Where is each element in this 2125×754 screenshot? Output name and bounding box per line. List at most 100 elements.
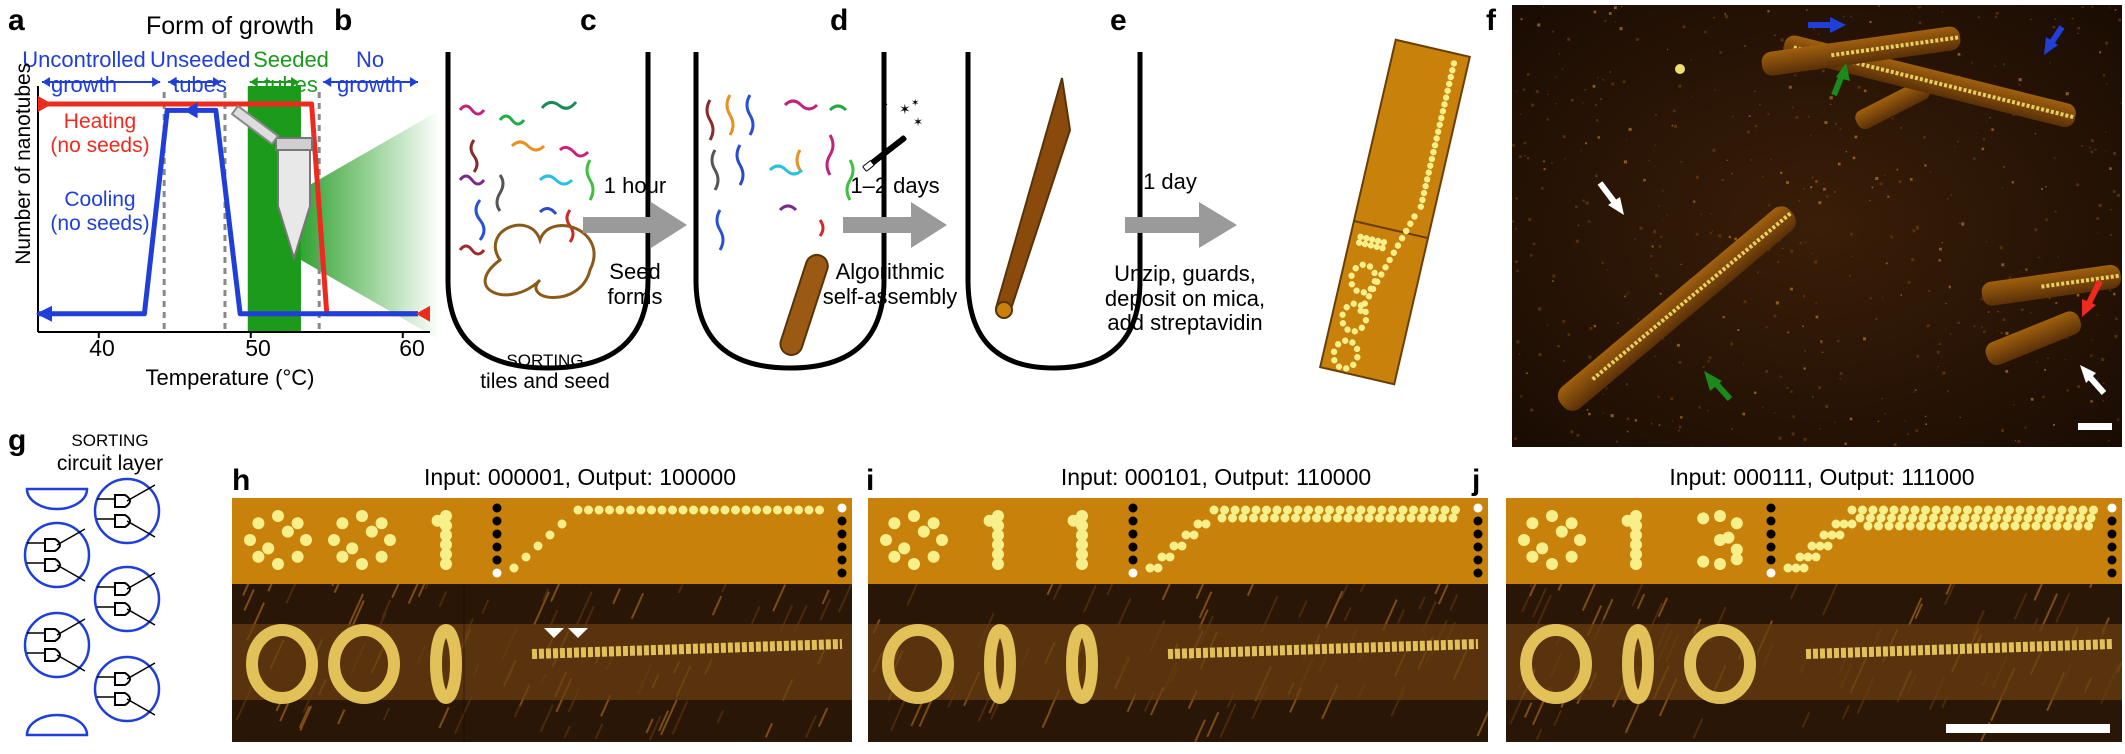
sorting-gate-0 bbox=[23, 521, 91, 589]
ribbon-dot-27 bbox=[1390, 249, 1397, 256]
afm-speckle-dot bbox=[1949, 333, 1952, 335]
afm-speckle-dot bbox=[1786, 386, 1789, 389]
afm-speckle-dot bbox=[1585, 201, 1589, 205]
growth-chart bbox=[36, 77, 440, 340]
design-row-0-12 bbox=[699, 505, 709, 515]
design-digit-1-dot-12 bbox=[384, 534, 396, 546]
afm-speckle-dot bbox=[1792, 415, 1795, 418]
afm-speckle-dot bbox=[1823, 187, 1826, 191]
design-row-0-3 bbox=[605, 505, 614, 515]
ribbon-dot-35 bbox=[1357, 307, 1364, 315]
afm-streak bbox=[1041, 710, 1052, 728]
afm-speckle-dot bbox=[1787, 331, 1790, 334]
afm-speckle-dot bbox=[1673, 109, 1676, 113]
design-diag-0-0 bbox=[1783, 563, 1793, 573]
afm-streak bbox=[1246, 584, 1255, 597]
afm-speckle-dot bbox=[1625, 383, 1628, 386]
afm-speckle-dot bbox=[1678, 425, 1682, 429]
afm-speckle-dot bbox=[1929, 171, 1931, 174]
afm-speckle-dot bbox=[1849, 417, 1853, 421]
design-diag-0-2 bbox=[533, 541, 543, 551]
afm-speckle-dot bbox=[2013, 404, 2015, 406]
afm-speckle-dot bbox=[1918, 21, 1922, 25]
afm-streak bbox=[1581, 584, 1596, 611]
afm-speckle-dot bbox=[1959, 416, 1961, 418]
afm-speckle-dot bbox=[2044, 368, 2047, 371]
afm-speckle-dot bbox=[1904, 420, 1906, 422]
design-row-0-9 bbox=[1942, 505, 1951, 515]
design-row-0-18 bbox=[762, 505, 772, 515]
design-row-0-17 bbox=[1388, 505, 1397, 515]
afm-streak bbox=[721, 584, 727, 593]
design-row-2-15 bbox=[2021, 521, 2030, 531]
afm-streak bbox=[805, 714, 817, 739]
afm-streak bbox=[906, 584, 919, 606]
afm-streak bbox=[2055, 593, 2071, 624]
design-diag-0-2 bbox=[1807, 541, 1817, 551]
afm-speckle-dot bbox=[1657, 395, 1660, 398]
afm-speckle-dot bbox=[1515, 197, 1518, 200]
afm-streak bbox=[299, 705, 313, 731]
ribbon-dot-40 bbox=[1380, 239, 1388, 246]
afm-speckle-dot bbox=[1543, 168, 1546, 171]
afm-streak bbox=[1529, 584, 1537, 597]
scale-bar bbox=[1946, 724, 2110, 733]
panel-i-design bbox=[868, 498, 1488, 584]
afm-speckle-dot bbox=[2094, 148, 2097, 151]
design-row-1-13 bbox=[1354, 513, 1363, 523]
design-digit-1-dot-15 bbox=[992, 558, 1004, 570]
ribbon-dot-69 bbox=[1335, 363, 1343, 370]
afm-speckle-dot bbox=[1747, 130, 1751, 134]
afm-streak bbox=[1340, 584, 1349, 600]
design-digit-2-dot-25 bbox=[440, 558, 452, 570]
afm-speckle-dot bbox=[1863, 337, 1867, 341]
design-row-1-20 bbox=[2065, 513, 2075, 523]
afm-speckle-dot bbox=[1551, 162, 1553, 164]
afm-speckle-dot bbox=[1526, 73, 1530, 76]
design-row-1-2 bbox=[1876, 513, 1886, 523]
afm-speckle-dot bbox=[1737, 329, 1740, 331]
afm-speckle-dot bbox=[1674, 427, 1676, 429]
afm-speckle-dot bbox=[1875, 176, 1879, 180]
panel-j-title: Input: 000111, Output: 111000 bbox=[1669, 464, 1975, 490]
ribbon-dot-36 bbox=[1357, 233, 1364, 241]
afm-streak bbox=[285, 584, 297, 604]
afm-speckle-dot bbox=[2018, 78, 2022, 82]
ribbon-dot-28 bbox=[1386, 256, 1393, 264]
afm-speckle-dot bbox=[1691, 446, 1693, 447]
step-c-time: 1 hour bbox=[603, 173, 667, 198]
design-row-1-1 bbox=[1866, 513, 1875, 523]
afm-streak bbox=[1206, 711, 1220, 738]
design-diag-2-4 bbox=[1847, 519, 1857, 529]
design-digit-0-dot-9 bbox=[1536, 542, 1549, 555]
design-bit-left-5 bbox=[1766, 568, 1776, 578]
design-digit-0-dot-7 bbox=[252, 517, 265, 530]
ribbon-dot-0 bbox=[1450, 60, 1458, 67]
afm-streak bbox=[2013, 592, 2028, 620]
design-row-0-22 bbox=[2078, 505, 2088, 515]
afm-speckle-dot bbox=[1891, 117, 1894, 120]
afm-speckle-dot bbox=[1680, 263, 1682, 266]
design-row-0-17 bbox=[752, 505, 761, 515]
ribbon-dot-71 bbox=[1330, 348, 1338, 355]
afm-speckle-dot bbox=[2089, 146, 2091, 149]
design-digit-1-dot-16 bbox=[328, 534, 340, 546]
afm-speckle-dot bbox=[1609, 71, 1612, 73]
afm-speckle-dot bbox=[1562, 135, 1566, 138]
afm-speckle-dot bbox=[1541, 187, 1544, 190]
design-diag-0-3 bbox=[1181, 530, 1191, 540]
afm-speckle-dot bbox=[1708, 356, 1712, 360]
afm-speckle-dot bbox=[1698, 406, 1701, 409]
afm-speckle-dot bbox=[1950, 194, 1953, 196]
afm-speckle-dot bbox=[1909, 178, 1913, 181]
design-digit-0-dot-4 bbox=[1546, 558, 1558, 570]
afm-streak bbox=[1801, 711, 1811, 728]
afm-speckle-dot bbox=[1775, 301, 1779, 305]
panel-label-a: a bbox=[8, 4, 25, 37]
afm-speckle-dot bbox=[2054, 18, 2057, 20]
afm-speckle-dot bbox=[1637, 318, 1640, 320]
design-row-0-16 bbox=[741, 505, 751, 515]
design-row-0-2 bbox=[594, 505, 604, 515]
design-bit-left-0 bbox=[492, 503, 502, 513]
ribbon-dot-23 bbox=[1407, 220, 1414, 227]
